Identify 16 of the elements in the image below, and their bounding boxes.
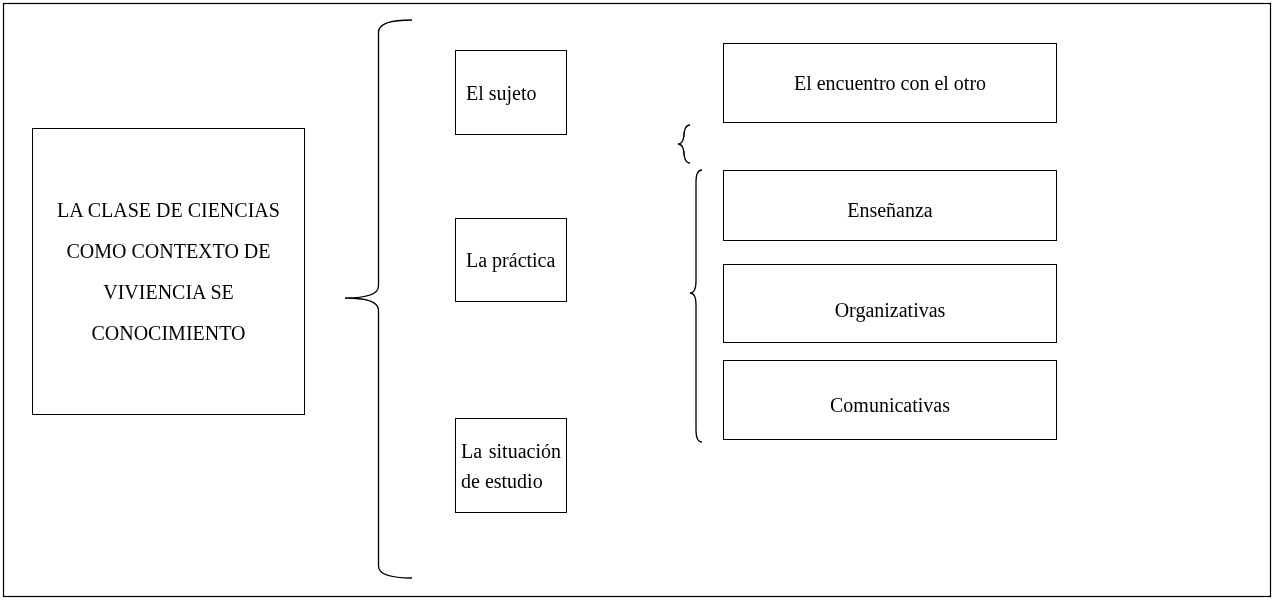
- text-box: [723, 264, 1057, 343]
- text-box: [455, 218, 567, 302]
- text-box: [455, 418, 567, 513]
- box-label: Comunicativas: [829, 393, 951, 417]
- box-label: LA CLASE DE CIENCIAS COMO CONTEXTO DE VIVIENCIA SE CONOCIMIENTO: [56, 197, 281, 346]
- text-box: [455, 50, 567, 135]
- text-box: [723, 360, 1057, 440]
- text-box: [723, 43, 1057, 123]
- box-label: Organizativas: [833, 297, 947, 322]
- box-label: La práctica: [466, 248, 556, 272]
- text-box: [723, 170, 1057, 241]
- text-box: [32, 128, 305, 415]
- box-label: El encuentro con el otro: [792, 71, 988, 95]
- box-label: Enseñanza: [846, 197, 934, 222]
- box-label: El sujeto: [466, 80, 538, 105]
- box-label: La situación de estudio: [461, 438, 561, 494]
